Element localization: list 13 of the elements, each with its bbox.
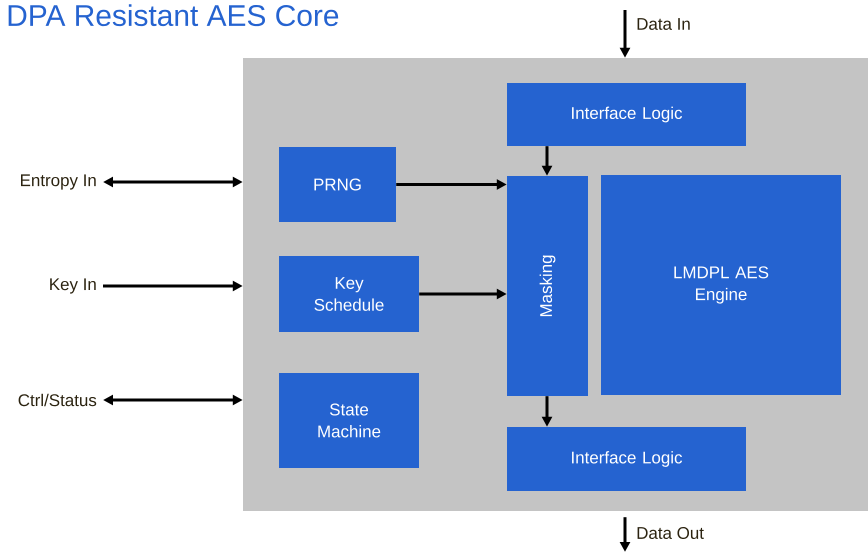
- title: DPA Resistant AES Core: [8, 4, 338, 26]
- port-label: Entropy In: [21, 174, 96, 190]
- module-box: PRNG: [279, 147, 396, 222]
- edge-label: Data Out: [638, 527, 704, 539]
- module-box: Key Schedule: [279, 256, 419, 332]
- port-label: Ctrl/Status: [18, 394, 96, 406]
- module-box: LMDPL AES Engine: [601, 175, 841, 395]
- port-label: Key In: [50, 278, 96, 294]
- module-box: Interface Logic: [507, 427, 746, 491]
- module-box: State Machine: [279, 373, 419, 468]
- edge-label: Data In: [638, 18, 690, 30]
- module-box: Masking: [507, 176, 588, 396]
- module-box: Interface Logic: [507, 83, 746, 146]
